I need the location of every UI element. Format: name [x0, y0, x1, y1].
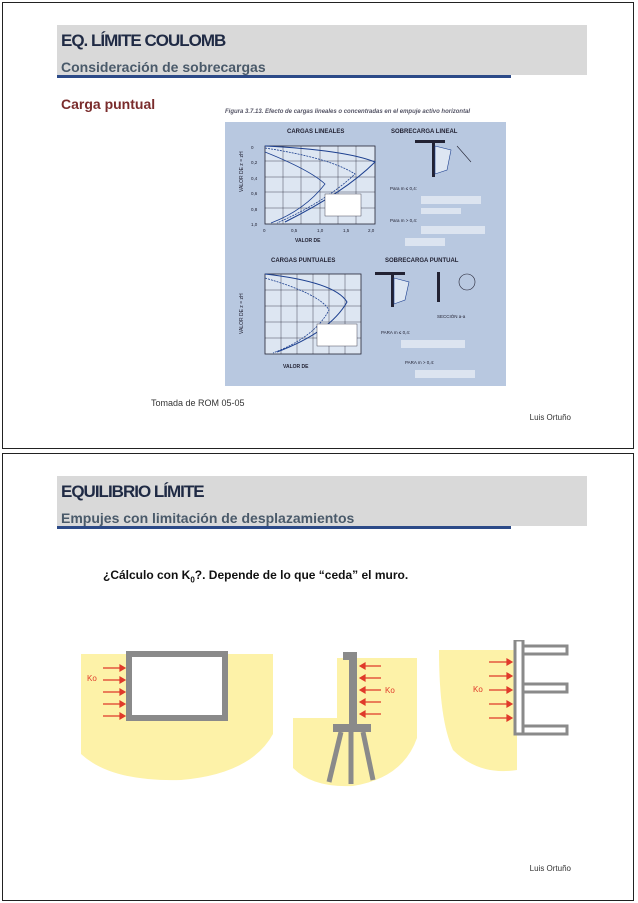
question-text: ¿Cálculo con K0?. Depende de lo que “ced…: [103, 568, 408, 584]
slide-equilibrio: EQUILIBRIO LÍMITE Empujes con limitación…: [2, 453, 634, 901]
diagram-basement-wall: Ko: [439, 638, 569, 783]
x-tick: 1,5: [343, 228, 350, 233]
slide-coulomb: EQ. LÍMITE COULOMB Consideración de sobr…: [2, 2, 634, 449]
figure-caption: Figura 3.7.13. Efecto de cargas lineales…: [225, 109, 471, 115]
y-axis-label-top: VALOR DE z = zH: [239, 151, 245, 192]
panel-title-sobrecarga-lineal: SOBRECARGA LINEAL: [391, 129, 458, 135]
y-tick: 0,6: [251, 191, 258, 196]
slide-subtitle: Empujes con limitación de desplazamiento…: [61, 510, 355, 526]
title-band: EQ. LÍMITE COULOMB Consideración de sobr…: [57, 25, 587, 78]
graph-cargas-lineales: VALOR DE z = zH 0 0,2 0,4 0,6 0,8 1,0 0 …: [239, 145, 376, 244]
author-name: Luis Ortuño: [529, 413, 571, 422]
y-tick: 1,0: [251, 222, 258, 227]
ko-label: Ko: [473, 685, 483, 694]
sketch-sobrecarga-lineal: Para m ≤ 0,4: Para m > 0,4:: [390, 140, 485, 246]
question-post: ?. Depende de lo que “ceda” el muro.: [194, 568, 409, 582]
x-axis-label-top: VALOR DE: [295, 238, 321, 244]
slide-subtitle: Consideración de sobrecargas: [61, 59, 266, 75]
x-tick: 2,0: [368, 228, 375, 233]
section-label: Carga puntual: [61, 96, 156, 112]
figure-credit: Tomada de ROM 05-05: [151, 398, 245, 408]
y-tick: 0,2: [251, 160, 258, 165]
panel-title-sobrecarga-puntual: SOBRECARGA PUNTUAL: [385, 258, 459, 264]
ko-label: Ko: [87, 674, 97, 683]
x-tick: 0: [263, 228, 266, 233]
title-rule: [57, 526, 511, 529]
y-tick: 0: [251, 145, 254, 150]
formula-note: Para m ≤ 0,4:: [390, 186, 417, 191]
diagram-piled-wall: Ko: [293, 648, 417, 793]
figure-panel: CARGAS LINEALES SOBRECARGA LINEAL CARGAS…: [225, 122, 506, 386]
y-tick: 0,8: [251, 207, 258, 212]
rom-figure: Figura 3.7.13. Efecto de cargas lineales…: [210, 106, 506, 386]
author-name: Luis Ortuño: [529, 864, 571, 873]
diagram-buried-box: Ko: [81, 634, 273, 787]
x-axis-label-bottom: VALOR DE: [283, 364, 309, 370]
title-rule: [57, 75, 511, 78]
formula-note: PARA m ≤ 0,4:: [381, 330, 410, 335]
section-a-a-label: SECCIÓN a-a: [437, 313, 466, 319]
formula-note: Para m > 0,4:: [390, 218, 417, 223]
y-tick: 0,4: [251, 176, 258, 181]
figure-graphics: CARGAS LINEALES SOBRECARGA LINEAL CARGAS…: [239, 129, 485, 378]
sketch-sobrecarga-puntual: SECCIÓN a-a PARA m ≤ 0,4: PARA m > 0,4:: [375, 272, 476, 378]
ko-label: Ko: [385, 686, 395, 695]
y-axis-label-bottom: VALOR DE z = zH: [239, 293, 245, 334]
x-tick: 0,5: [291, 228, 298, 233]
formula-note: PARA m > 0,4:: [405, 360, 434, 365]
panel-title-cargas-puntuales: CARGAS PUNTUALES: [271, 258, 335, 264]
slide-title: EQUILIBRIO LÍMITE: [61, 482, 205, 501]
graph-cargas-puntuales: VALOR DE z = zH VALOR DE: [239, 273, 362, 370]
slide-title: EQ. LÍMITE COULOMB: [61, 31, 226, 50]
question-pre: ¿Cálculo con K: [103, 568, 191, 582]
panel-title-cargas-lineales: CARGAS LINEALES: [287, 129, 344, 135]
title-band: EQUILIBRIO LÍMITE Empujes con limitación…: [57, 476, 587, 529]
question-subscript: 0: [190, 575, 195, 585]
x-tick: 1,0: [317, 228, 324, 233]
